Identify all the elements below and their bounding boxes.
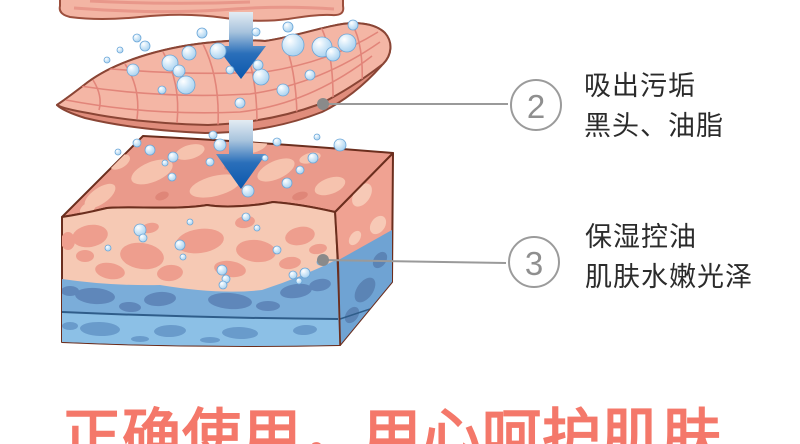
connector-dot-icon <box>317 98 329 110</box>
step-3-label-line2: 肌肤水嫩光泽 <box>585 262 753 292</box>
connector-line-step2 <box>317 98 508 110</box>
footer-headline: 正确使用，用心呵护肌肤 <box>62 404 723 444</box>
connector-line-step3 <box>317 254 507 266</box>
step-3-number-badge: 3 <box>508 236 560 288</box>
step-3-label-line1: 保湿控油 <box>585 222 697 252</box>
step-2-label: 吸出污垢 黑头、油脂 <box>584 66 724 146</box>
connector-dot-icon <box>317 254 329 266</box>
bubbles-surface-layer <box>103 19 359 109</box>
skin-layer-strip <box>58 0 345 22</box>
step-2-label-line2: 黑头、油脂 <box>584 111 724 141</box>
skin-surface-layer <box>56 22 392 134</box>
step-3-label: 保湿控油 肌肤水嫩光泽 <box>585 217 753 297</box>
step-2-label-line1: 吸出污垢 <box>584 71 696 101</box>
down-arrow-icon <box>216 120 266 189</box>
step-2-number-badge: 2 <box>510 79 562 131</box>
